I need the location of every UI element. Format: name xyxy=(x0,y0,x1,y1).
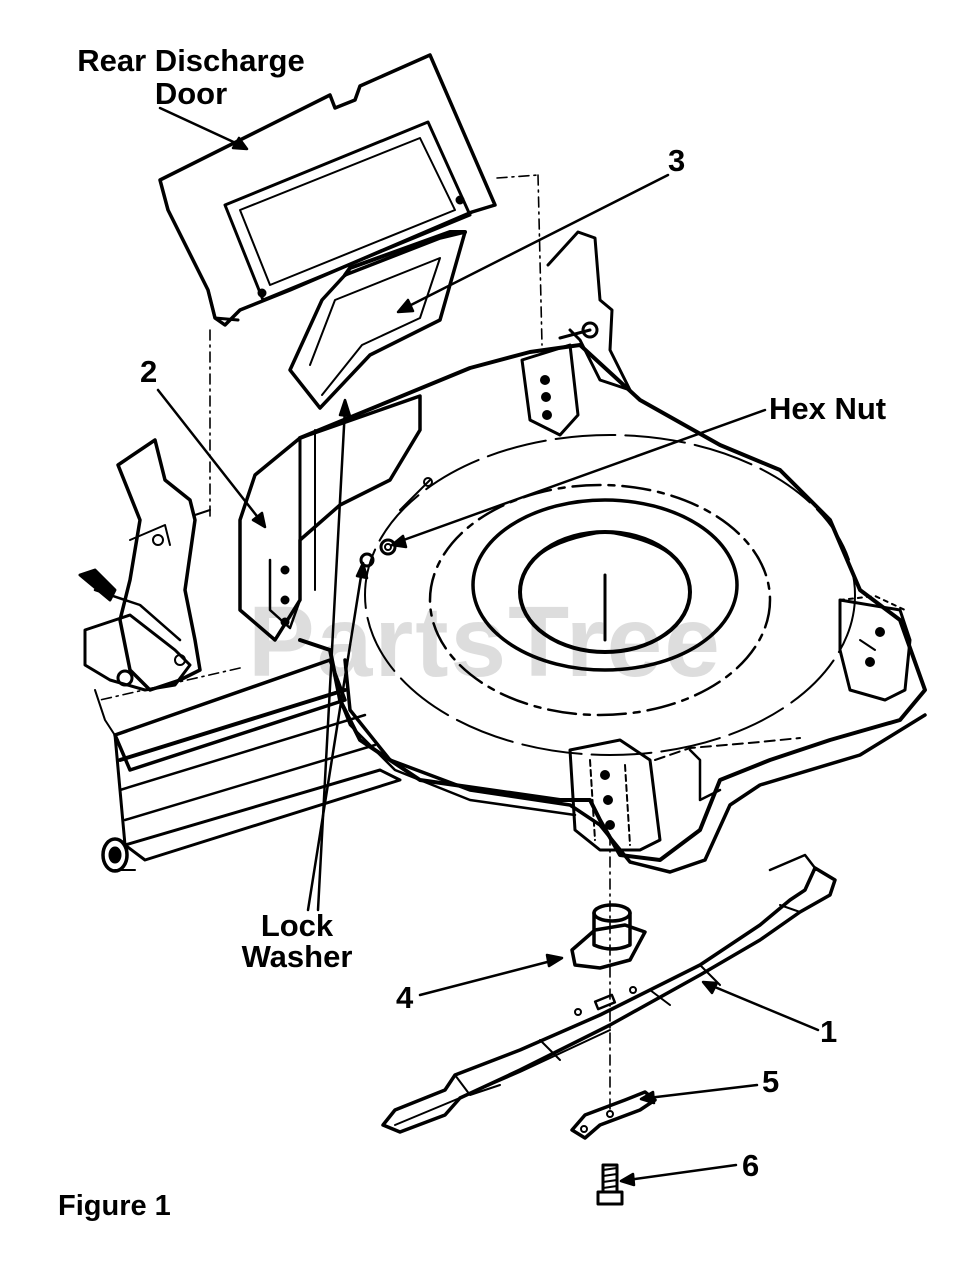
label-lock-washer: Lock Washer xyxy=(232,910,362,972)
handle-bracket xyxy=(78,438,211,741)
blade-part-1 xyxy=(381,853,837,1134)
blade-stiffener-part-5 xyxy=(570,1090,657,1140)
label-part-6: 6 xyxy=(742,1148,760,1183)
mower-deck xyxy=(298,230,927,874)
label-lock-washer-line1: Lock xyxy=(260,908,334,943)
label-lock-washer-line2: Washer xyxy=(241,939,353,974)
rear-axle-housing xyxy=(101,658,402,873)
bolt-part-6 xyxy=(596,1163,624,1206)
figure-caption: Figure 1 xyxy=(58,1190,171,1222)
label-rear-discharge-line1: Rear Discharge xyxy=(77,43,305,78)
label-part-4: 4 xyxy=(396,980,414,1015)
label-rear-discharge-door: Rear Discharge Door xyxy=(66,45,316,109)
rear-discharge-door xyxy=(158,53,497,327)
watermark: PartsTree xyxy=(248,586,722,698)
blade-adapter-part-4 xyxy=(570,903,647,970)
leader-lines xyxy=(156,106,820,1187)
baffle-part-3 xyxy=(288,230,467,410)
label-rear-discharge-line2: Door xyxy=(154,76,228,111)
label-part-1: 1 xyxy=(820,1014,838,1049)
label-part-5: 5 xyxy=(762,1064,780,1099)
label-part-3: 3 xyxy=(668,143,686,178)
label-part-2: 2 xyxy=(140,354,158,389)
label-hex-nut: Hex Nut xyxy=(769,391,887,426)
side-shield-part-2 xyxy=(238,394,422,642)
